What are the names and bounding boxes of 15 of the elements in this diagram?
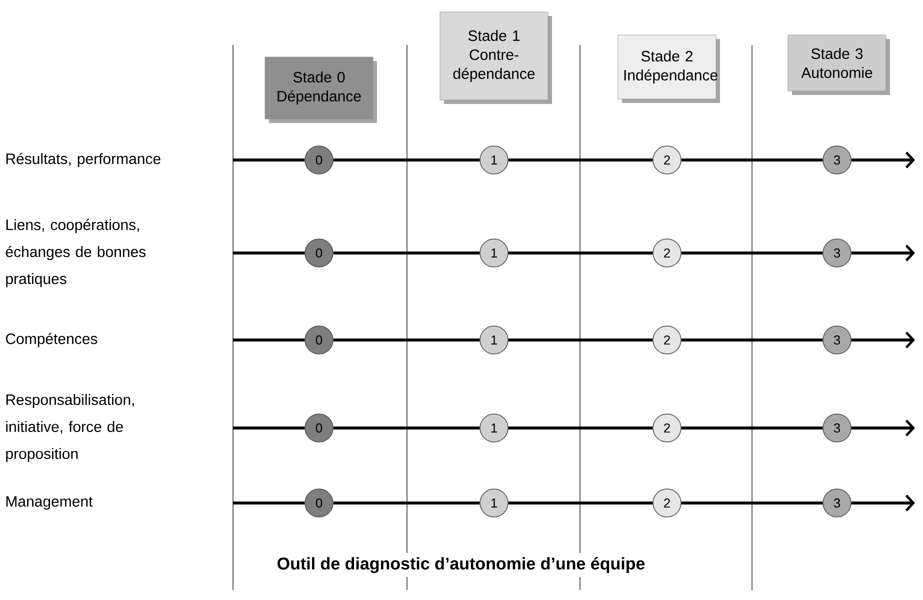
stage-box: Stade 2 Indépendance (618, 34, 720, 103)
caption: Outil de diagnostic d’autonomie d’une équipe (272, 552, 650, 578)
stage-box: Stade 1 Contre-dépendance (440, 12, 552, 104)
row-label: Résultats, performance (6, 152, 160, 168)
stage-box: Stade 3 Autonomie (788, 34, 890, 95)
arrow (851, 152, 915, 168)
row-label: Management (6, 496, 93, 510)
arrow (851, 332, 916, 348)
arrow (851, 420, 916, 436)
stage-box: Stade 0 Dépendance (264, 56, 377, 123)
arrow (851, 244, 915, 262)
row-label: Responsabilisation, initiative, force de proposition (6, 394, 134, 462)
row-label: Liens, coopérations, échanges de bonnes pratiques (6, 218, 146, 288)
arrow (851, 494, 915, 512)
row-label: Compétences (6, 332, 98, 348)
